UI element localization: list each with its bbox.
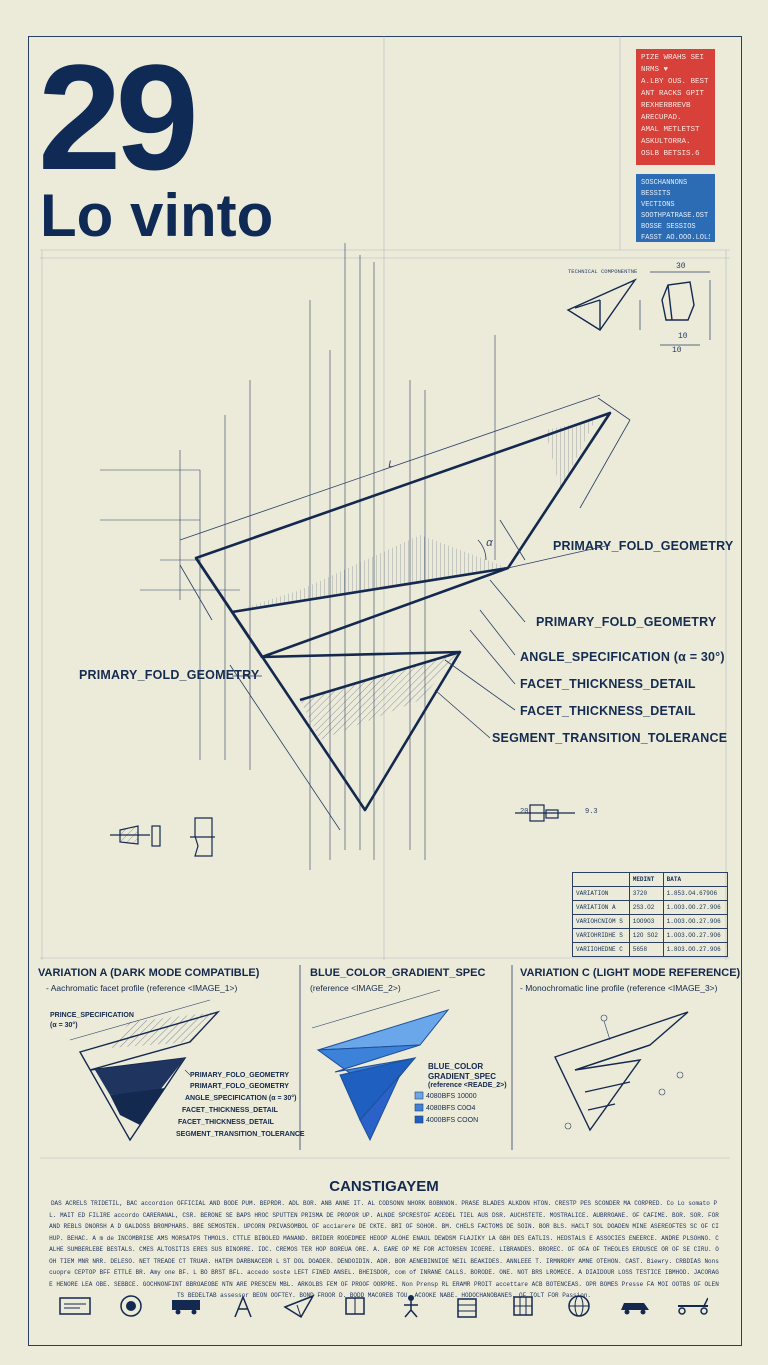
table-header-row: MEDINT BATA [572, 872, 729, 887]
technical-component-label: TECHNICAL COMPONENTNE [568, 268, 638, 275]
var-b-swatch-label: 4080BFS 10000 [426, 1093, 477, 1100]
var-b-swatch-label: 4080BFS C0O4 [426, 1105, 476, 1112]
var-a-label: FACET_THICKNESS_DETAIL [178, 1119, 274, 1126]
grid-icon [506, 1291, 540, 1321]
label-primary-fold-geometry-left: PRIMARY_FOLD_GEOMETRY [79, 668, 260, 682]
footer-icon-row [58, 1288, 708, 1324]
variation-b-title: BLUE_COLOR_GRADIENT_SPEC [310, 967, 486, 979]
page-number: 29 [38, 33, 199, 201]
angle-alpha: α [486, 538, 493, 550]
footer-title: CANSTIGAYEM [329, 1178, 439, 1195]
var-b-swatch-label: 4000BFS COON [426, 1117, 479, 1124]
var-a-label: (α = 30°) [50, 1022, 78, 1029]
footer-body-text: DAS ACRELS TRIDETIL, BAC accordion OFFIC… [49, 1200, 719, 1299]
book-icon [338, 1291, 372, 1321]
var-a-label: ANGLE_SPECIFICATION (α = 30°) [185, 1095, 297, 1102]
structure-icon [226, 1291, 260, 1321]
table-row: VARIIOHEDNE C 5658 1.8O3.OO.27.9O6 [572, 942, 729, 957]
page-title: Lo vinto [40, 182, 274, 249]
table-row: VARIOHCNIOM S 1OO9O3 1.OO3.OO.27.9O6 [572, 914, 729, 929]
car-icon [618, 1291, 652, 1321]
var-a-label: PRIMARY_FOLO_GEOMETRY [190, 1072, 290, 1079]
passport-stamp-icon [58, 1291, 92, 1321]
var-a-label: PRINCE_SPECIFICATION [50, 1012, 134, 1019]
dim-20: 20 [520, 808, 529, 816]
dim-9-3: 9.3 [585, 808, 598, 816]
table-row: VARIATION A 2S3.O2 1.OO3.OO.27.9O6 [572, 900, 729, 915]
var-a-label: PRIMART_FOLO_GEOMETRY [190, 1083, 289, 1090]
var-b-label: BLUE_COLOR [428, 1062, 484, 1071]
var-b-label: (reference <READE_2>) [428, 1082, 507, 1089]
globe-icon [562, 1291, 596, 1321]
figure-icon [394, 1291, 428, 1321]
length-L: L [388, 460, 395, 471]
scooter-icon [674, 1291, 708, 1321]
building-icon [450, 1291, 484, 1321]
var-a-label: FACET_THICKNESS_DETAIL [182, 1107, 278, 1114]
dim-10a: 10 [678, 332, 688, 341]
label-primary-fold-geometry-1: PRIMARY_FOLD_GEOMETRY [553, 539, 734, 553]
table-row: VARIOHRIDHE S 12O SO2 1.OO3.OO.27.9O6 [572, 928, 729, 943]
dim-10b: 10 [672, 346, 682, 355]
train-icon [170, 1291, 204, 1321]
var-a-label: SEGMENT_TRANSITION_TOLERANCE [176, 1131, 305, 1138]
label-angle-specification: ANGLE_SPECIFICATION (α = 30°) [520, 650, 725, 664]
variation-a-title: VARIATION A (DARK MODE COMPATIBLE) [38, 967, 260, 979]
table-row: VARIATION 3720 1.853.O4.679O6 [572, 886, 729, 901]
label-facet-thickness-1: FACET_THICKNESS_DETAIL [520, 677, 696, 691]
variation-b-subtitle: (reference <IMAGE_2>) [310, 983, 401, 993]
dim-30: 30 [676, 262, 686, 271]
paper-plane-icon [282, 1291, 316, 1321]
var-b-label: GRADIENT_SPEC [428, 1072, 497, 1081]
variation-data-table: MEDINT BATA VARIATION 3720 1.853.O4.679O… [572, 872, 729, 957]
variation-c-title: VARIATION C (LIGHT MODE REFERENCE) [520, 967, 741, 979]
label-primary-fold-geometry-2: PRIMARY_FOLD_GEOMETRY [536, 615, 717, 629]
variation-c-subtitle: - Monochromatic line profile (reference … [520, 983, 718, 993]
variation-a-subtitle: - Aachromatic facet profile (reference <… [46, 983, 238, 993]
label-facet-thickness-2: FACET_THICKNESS_DETAIL [520, 704, 696, 718]
label-segment-transition: SEGMENT_TRANSITION_TOLERANCE [492, 731, 728, 745]
seal-icon [114, 1291, 148, 1321]
page-frame [28, 36, 742, 1346]
